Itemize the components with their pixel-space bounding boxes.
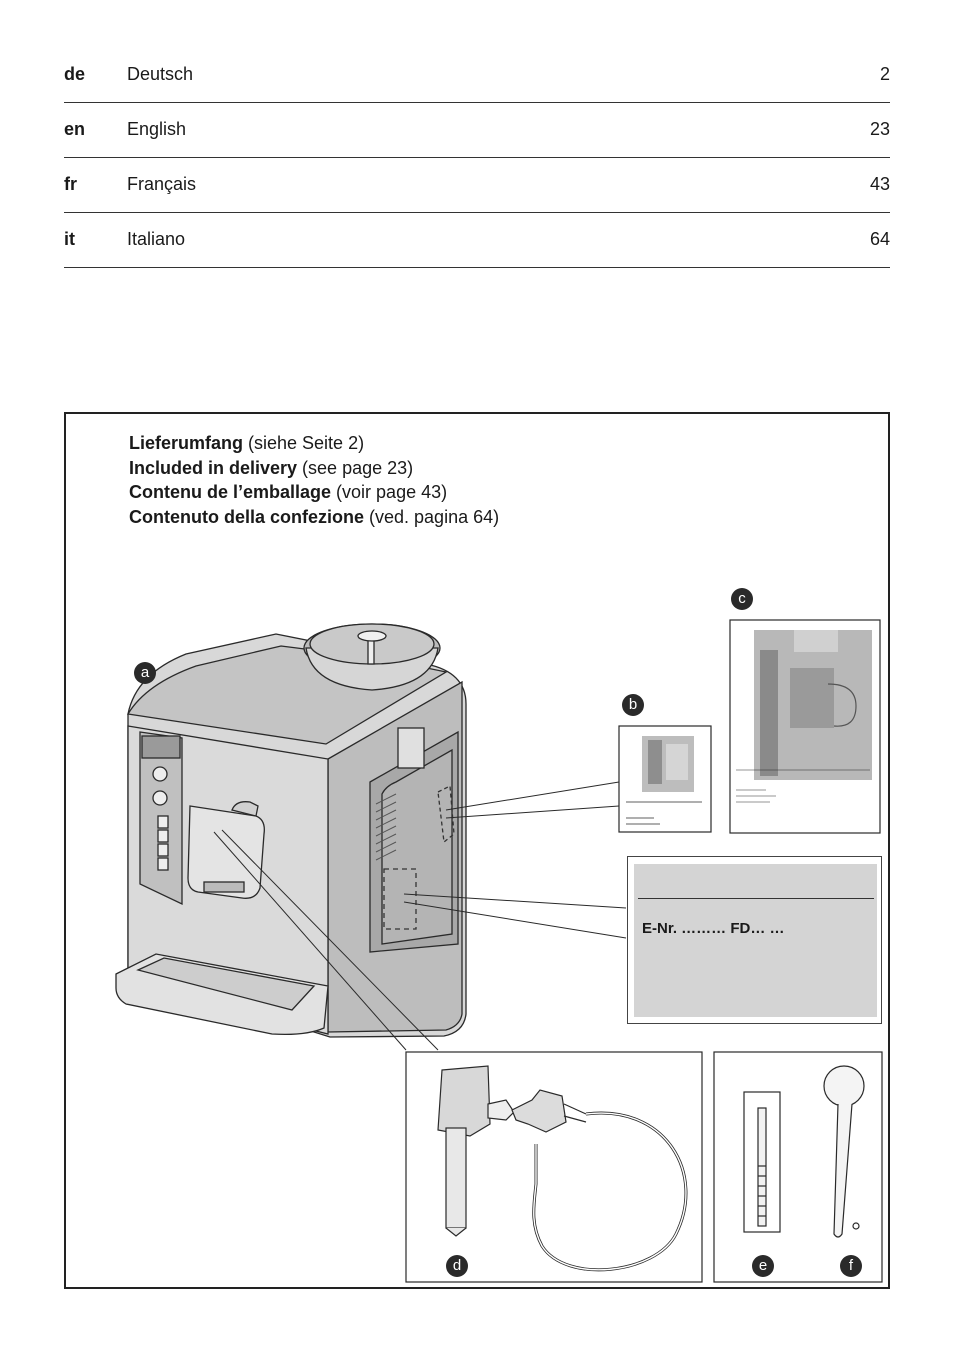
table-of-contents: de Deutsch 2 en English 23 fr Français 4…	[64, 48, 890, 268]
delivery-contents-frame: Lieferumfang (siehe Seite 2) Included in…	[64, 412, 890, 1289]
toc-page: 43	[869, 174, 890, 194]
toc-language: Deutsch	[127, 64, 194, 84]
delivery-line-fr: Contenu de l’emballage (voir page 43)	[129, 482, 448, 502]
toc-code: fr	[64, 174, 77, 194]
delivery-line-en: Included in delivery (see page 23)	[129, 457, 414, 478]
toc-row-en[interactable]: en English 23	[64, 103, 890, 158]
test-strip-and-spoon-box	[713, 1051, 883, 1283]
part-label-c: c	[731, 588, 753, 610]
toc-page: 2	[879, 64, 890, 84]
instruction-manual	[729, 619, 881, 834]
rating-plate-divider	[638, 898, 874, 899]
delivery-heading: Lieferumfang (siehe Seite 2) Included in…	[129, 431, 499, 529]
part-label-d: d	[446, 1255, 468, 1277]
toc-language: Italiano	[127, 229, 186, 249]
delivery-line-de: Lieferumfang (siehe Seite 2)	[129, 433, 365, 453]
delivery-illustration	[115, 619, 883, 1283]
toc-code: de	[64, 64, 86, 84]
toc-language: English	[127, 119, 187, 139]
quick-guide-booklet	[618, 725, 712, 833]
rating-plate-inner: E-Nr. ……… FD… …	[634, 864, 877, 1017]
coffee-machine-illustration	[115, 623, 467, 1038]
part-label-b: b	[622, 694, 644, 716]
toc-page: 23	[869, 119, 890, 139]
rating-plate-text: E-Nr. ……… FD… …	[642, 920, 785, 937]
toc-code: en	[64, 119, 86, 139]
toc-row-it[interactable]: it Italiano 64	[64, 213, 890, 268]
part-label-a: a	[134, 662, 156, 684]
delivery-line-it: Contenuto della confezione (ved. pagina …	[129, 506, 500, 527]
part-label-f: f	[840, 1255, 862, 1277]
toc-language: Français	[127, 174, 197, 194]
toc-page: 64	[869, 229, 890, 249]
leader-lines	[213, 781, 627, 1051]
part-label-e: e	[752, 1255, 774, 1277]
rating-plate: E-Nr. ……… FD… …	[627, 856, 882, 1024]
milk-frother-box	[405, 1051, 703, 1283]
toc-row-fr[interactable]: fr Français 43	[64, 158, 890, 213]
toc-row-de[interactable]: de Deutsch 2	[64, 48, 890, 103]
toc-code: it	[64, 229, 75, 249]
